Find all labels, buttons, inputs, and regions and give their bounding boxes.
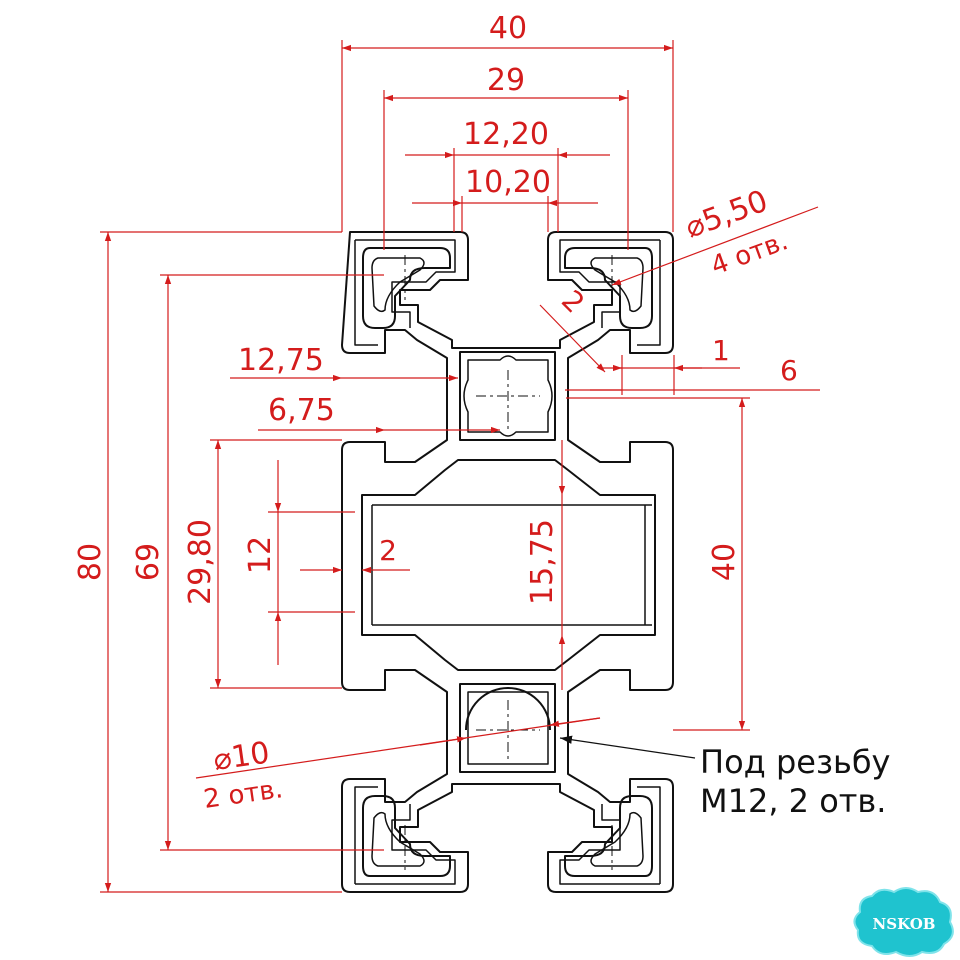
outer-contour-inner: [354, 239, 661, 885]
cavity-bottom-right: [564, 795, 653, 877]
dim-6: 6: [780, 354, 798, 387]
logo-text: NSKOB: [873, 915, 936, 933]
profile-outline: [341, 231, 674, 893]
dim-holes-2: 2 отв.: [202, 774, 285, 815]
dimension-labels: 40 29 12,20 10,20 ⌀5,50 4 отв. 2 12,75 1…: [73, 11, 798, 815]
logo-cloud-shape: [853, 887, 954, 957]
dim-29: 29: [487, 63, 525, 98]
cavity-bottom-left-inner: [371, 811, 425, 867]
core-lower-inner: [467, 691, 549, 765]
dim-40-top: 40: [489, 11, 527, 46]
nskob-logo: NSKOB: [853, 887, 954, 957]
dim-12: 12: [243, 536, 278, 574]
cavity-bottom-right-inner: [590, 811, 644, 867]
thread-note-leader: [559, 735, 696, 759]
thread-note-line2: M12, 2 отв.: [700, 782, 886, 820]
dim-40-right: 40: [707, 543, 742, 581]
hole-10-circle: [465, 687, 551, 731]
dim-6-75: 6,75: [268, 393, 335, 428]
cavity-center: [361, 459, 656, 671]
cavity-top-left-inner: [371, 257, 425, 313]
dim-80: 80: [73, 543, 108, 581]
dim-2-mid: 2: [379, 534, 397, 567]
dim-15-75: 15,75: [525, 519, 560, 605]
dim-10-20: 10,20: [465, 165, 551, 200]
dimension-lines: [100, 40, 820, 893]
dim-1: 1: [712, 334, 730, 367]
core-upper: [459, 351, 556, 441]
core-upper-inner: [463, 355, 553, 437]
outer-contour: [341, 231, 674, 893]
dim-12-75: 12,75: [238, 343, 324, 378]
cavity-bottom-left: [362, 795, 451, 877]
cavity-center-inner: [371, 504, 652, 626]
core-lower: [459, 683, 556, 773]
dim-29-80: 29,80: [183, 519, 218, 605]
cavity-top-left: [362, 247, 451, 329]
cavity-top-right: [564, 247, 653, 329]
dim-12-20: 12,20: [463, 117, 549, 152]
thread-note-line1: Под резьбу: [700, 743, 890, 781]
dim-hole-10: ⌀10: [211, 735, 272, 777]
dim-69: 69: [131, 543, 166, 581]
cavity-top-right-inner: [590, 257, 644, 313]
centerlines: [404, 255, 613, 870]
